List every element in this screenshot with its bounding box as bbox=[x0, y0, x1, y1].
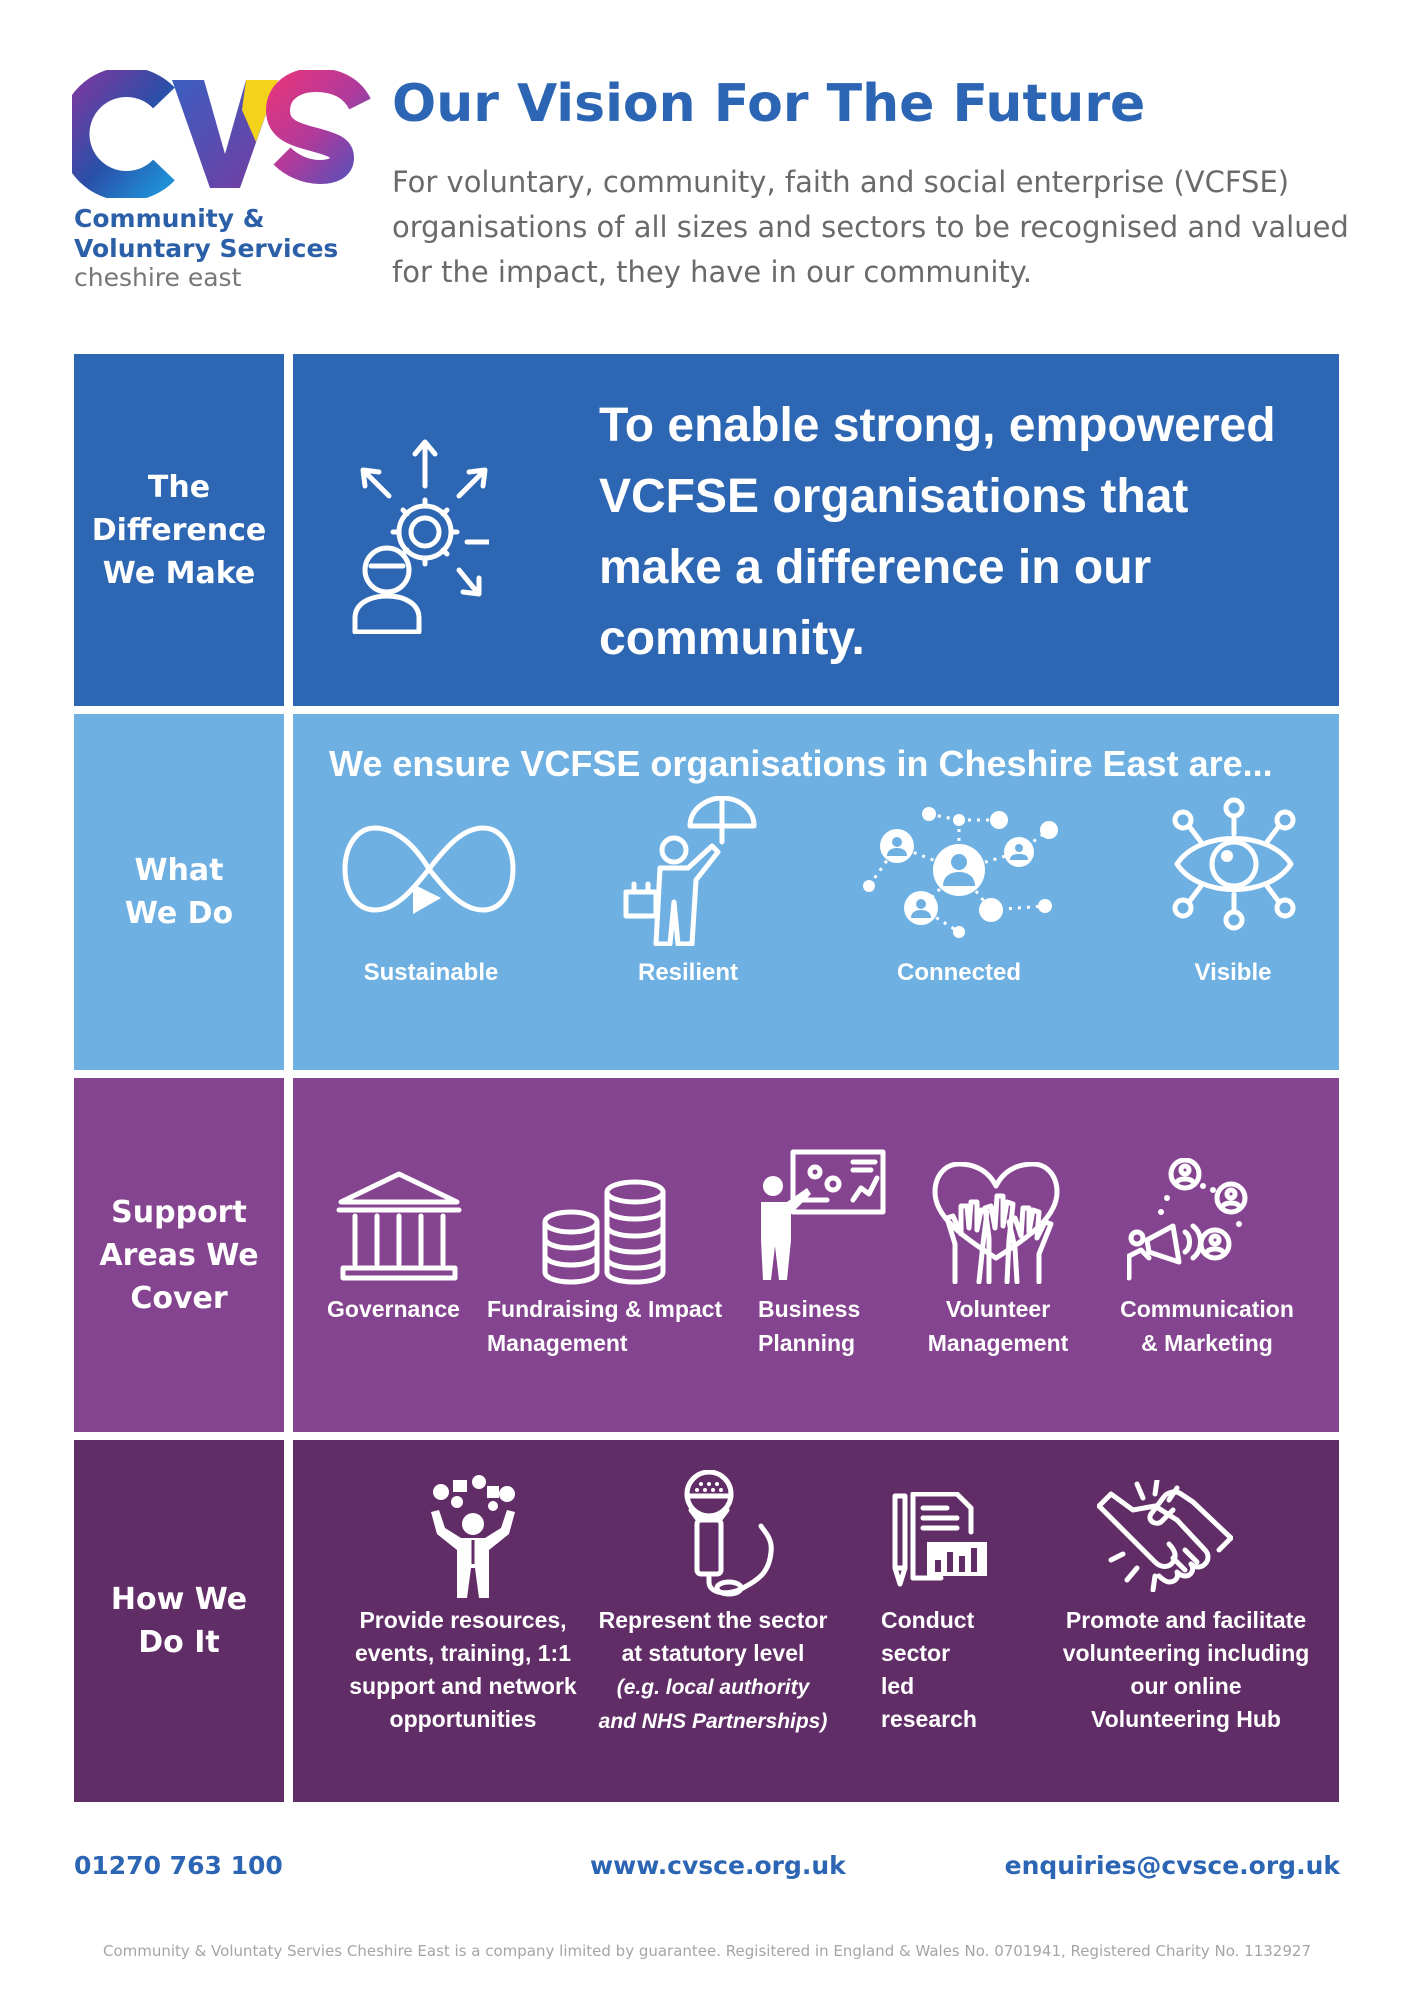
eye-network-icon bbox=[1172, 797, 1296, 931]
building-columns-icon bbox=[336, 1171, 462, 1281]
support-volunteer-line2: Management bbox=[927, 1330, 1069, 1356]
logo-text-voluntary-services: Voluntary Services bbox=[74, 234, 339, 263]
row-label-support-text: Support Areas We Cover bbox=[99, 1194, 259, 1316]
how-promote-line1: Promote and facilitate bbox=[1065, 1607, 1307, 1633]
how-provide-line4: opportunities bbox=[389, 1706, 537, 1732]
handshake-icon bbox=[1097, 1480, 1233, 1592]
quality-resilient: Resilient bbox=[558, 796, 818, 994]
support-business-line1: Business bbox=[758, 1296, 861, 1322]
coin-stacks-icon bbox=[542, 1179, 666, 1285]
footer-phone[interactable]: 01270 763 100 bbox=[74, 1851, 283, 1880]
how-research-text: Conduct sector led research bbox=[881, 1604, 991, 1736]
footer-email-link[interactable]: enquiries@cvsce.org.uk bbox=[1004, 1851, 1340, 1880]
how-represent-text: Represent the sector at statutory level … bbox=[593, 1604, 833, 1738]
ensure-heading: We ensure VCFSE organisations in Cheshir… bbox=[329, 743, 1273, 784]
how-research-line1: Conduct bbox=[881, 1607, 975, 1633]
network-people-icon bbox=[863, 807, 1058, 938]
row-label-support: Support Areas We Cover bbox=[74, 1078, 284, 1432]
how-provide-line3: support and network bbox=[349, 1673, 577, 1699]
row-panel-support: Governance Fundraising & Impact Manageme… bbox=[293, 1078, 1339, 1432]
how-promote-line2: volunteering including bbox=[1062, 1640, 1310, 1666]
logo-text-cheshire-east: cheshire east bbox=[74, 263, 242, 292]
quality-visible: Visible bbox=[1103, 797, 1363, 994]
support-communication-label: Communication & Marketing bbox=[1117, 1292, 1297, 1360]
how-research-line4: research bbox=[881, 1706, 977, 1732]
presenter-board-icon bbox=[761, 1149, 886, 1280]
megaphone-people-icon bbox=[1127, 1158, 1248, 1281]
quality-visible-label: Visible bbox=[1194, 959, 1272, 986]
raised-hands-heart-icon bbox=[932, 1162, 1060, 1284]
intro-text: For voluntary, community, faith and soci… bbox=[392, 165, 1349, 289]
row-label-what-text: What We Do bbox=[124, 853, 234, 931]
how-research-line2: sector bbox=[881, 1640, 951, 1666]
how-promote-line3: our online bbox=[1130, 1673, 1242, 1699]
juggling-person-icon bbox=[431, 1475, 515, 1598]
quality-sustainable: Sustainable bbox=[301, 814, 561, 994]
support-volunteer-line1: Volunteer bbox=[945, 1296, 1051, 1322]
row-label-how: How We Do It bbox=[74, 1440, 284, 1802]
how-represent-italic2: and NHS Partnerships) bbox=[598, 1710, 828, 1733]
logo-text-community: Community & bbox=[74, 204, 265, 233]
support-communication-line1: Communication bbox=[1120, 1296, 1294, 1322]
row-label-difference: The Difference We Make bbox=[74, 354, 284, 706]
person-gear-arrows-icon bbox=[352, 439, 489, 634]
quality-resilient-label: Resilient bbox=[637, 959, 739, 986]
page-title: Our Vision For The Future bbox=[392, 74, 1146, 134]
how-provide-line2: events, training, 1:1 bbox=[354, 1640, 571, 1666]
row-label-difference-text: The Difference We Make bbox=[91, 469, 267, 591]
row-panel-difference: To enable strong, empowered VCFSE organi… bbox=[293, 354, 1339, 706]
footer-website-link[interactable]: www.cvsce.org.uk bbox=[590, 1851, 846, 1880]
how-provide-text: Provide resources, events, training, 1:1… bbox=[333, 1604, 593, 1736]
support-fundraising-line2: Management bbox=[487, 1330, 628, 1356]
footer-legal-text: Community & Voluntaty Servies Cheshire E… bbox=[103, 1942, 1311, 1960]
mission-statement: To enable strong, empowered VCFSE organi… bbox=[599, 399, 1276, 665]
support-volunteer-label: Volunteer Management bbox=[923, 1292, 1073, 1360]
support-governance-line1: Governance bbox=[327, 1296, 460, 1322]
support-fundraising-label: Fundraising & Impact Management bbox=[487, 1292, 722, 1360]
cvs-logo: Community & Voluntary Services cheshire … bbox=[72, 70, 372, 292]
row-label-how-text: How We Do It bbox=[110, 1582, 248, 1660]
how-promote-text: Promote and facilitate volunteering incl… bbox=[1051, 1604, 1321, 1736]
support-governance-label: Governance bbox=[327, 1292, 460, 1326]
quality-connected: Connected bbox=[829, 807, 1089, 994]
person-umbrella-icon bbox=[623, 796, 757, 946]
how-represent-line2: at statutory level bbox=[621, 1640, 805, 1666]
row-label-what: What We Do bbox=[74, 714, 284, 1070]
how-research-line3: led bbox=[881, 1673, 915, 1699]
quality-connected-label: Connected bbox=[896, 959, 1021, 986]
research-report-icon bbox=[892, 1492, 987, 1587]
cvs-logo-mark bbox=[72, 70, 371, 198]
how-represent-italic1: (e.g. local authority bbox=[616, 1676, 810, 1699]
how-provide-line1: Provide resources, bbox=[359, 1607, 567, 1633]
microphone-icon bbox=[684, 1470, 774, 1597]
support-communication-line2: & Marketing bbox=[1141, 1330, 1273, 1356]
support-business-label: Business Planning bbox=[758, 1292, 860, 1360]
how-promote-line4: Volunteering Hub bbox=[1091, 1706, 1281, 1732]
row-panel-how: Provide resources, events, training, 1:1… bbox=[293, 1440, 1339, 1802]
how-represent-line1: Represent the sector bbox=[598, 1607, 828, 1633]
row-panel-what: We ensure VCFSE organisations in Cheshir… bbox=[293, 714, 1339, 1070]
infinity-arrow-icon bbox=[342, 825, 516, 914]
quality-sustainable-label: Sustainable bbox=[363, 959, 499, 986]
support-fundraising-line1: Fundraising & Impact bbox=[487, 1296, 723, 1322]
support-business-line2: Planning bbox=[758, 1330, 856, 1356]
